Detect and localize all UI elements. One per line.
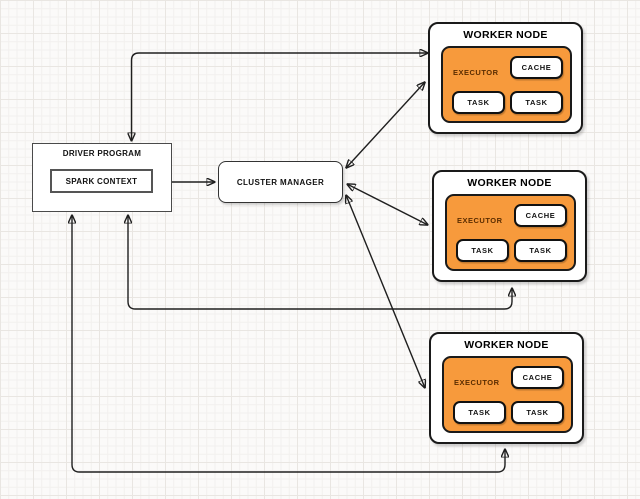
connector-worker1-driver <box>132 53 429 141</box>
cache-label: CACHE <box>525 211 556 220</box>
cluster-manager-label: CLUSTER MANAGER <box>236 177 325 187</box>
worker-node-3: WORKER NODE EXECUTOR CACHE TASK TASK <box>429 332 584 444</box>
cache-label: CACHE <box>521 63 552 72</box>
executor-label: EXECUTOR <box>457 216 503 225</box>
task-label: TASK <box>471 246 494 255</box>
executor-box: EXECUTOR CACHE TASK TASK <box>445 194 576 271</box>
executor-label: EXECUTOR <box>453 68 499 77</box>
driver-program-title: DRIVER PROGRAM <box>62 149 142 158</box>
task-label: TASK <box>529 246 552 255</box>
worker-node-1: WORKER NODE EXECUTOR CACHE TASK TASK <box>428 22 583 134</box>
executor-box: EXECUTOR CACHE TASK TASK <box>442 356 573 433</box>
task-box: TASK <box>511 401 564 424</box>
worker-node-title: WORKER NODE <box>463 29 548 41</box>
spark-context-box: SPARK CONTEXT <box>50 169 153 193</box>
task-label: TASK <box>468 408 491 417</box>
executor-box: EXECUTOR CACHE TASK TASK <box>441 46 572 123</box>
task-box: TASK <box>452 91 505 114</box>
task-box: TASK <box>456 239 509 262</box>
connector-clustermanager-worker3 <box>346 195 425 388</box>
cluster-manager-box: CLUSTER MANAGER <box>218 161 343 203</box>
connector-clustermanager-worker2 <box>347 184 428 225</box>
worker-node-title: WORKER NODE <box>467 177 552 189</box>
task-label: TASK <box>467 98 490 107</box>
cache-label: CACHE <box>522 373 553 382</box>
cache-box: CACHE <box>514 204 567 227</box>
cache-box: CACHE <box>510 56 563 79</box>
task-box: TASK <box>453 401 506 424</box>
task-box: TASK <box>514 239 567 262</box>
connector-clustermanager-worker1 <box>346 82 425 168</box>
worker-node-2: WORKER NODE EXECUTOR CACHE TASK TASK <box>432 170 587 282</box>
task-box: TASK <box>510 91 563 114</box>
spark-context-label: SPARK CONTEXT <box>65 176 138 186</box>
worker-node-title: WORKER NODE <box>464 339 549 351</box>
task-label: TASK <box>525 98 548 107</box>
driver-program-box: DRIVER PROGRAM SPARK CONTEXT <box>32 143 172 212</box>
executor-label: EXECUTOR <box>454 378 500 387</box>
cache-box: CACHE <box>511 366 564 389</box>
task-label: TASK <box>526 408 549 417</box>
